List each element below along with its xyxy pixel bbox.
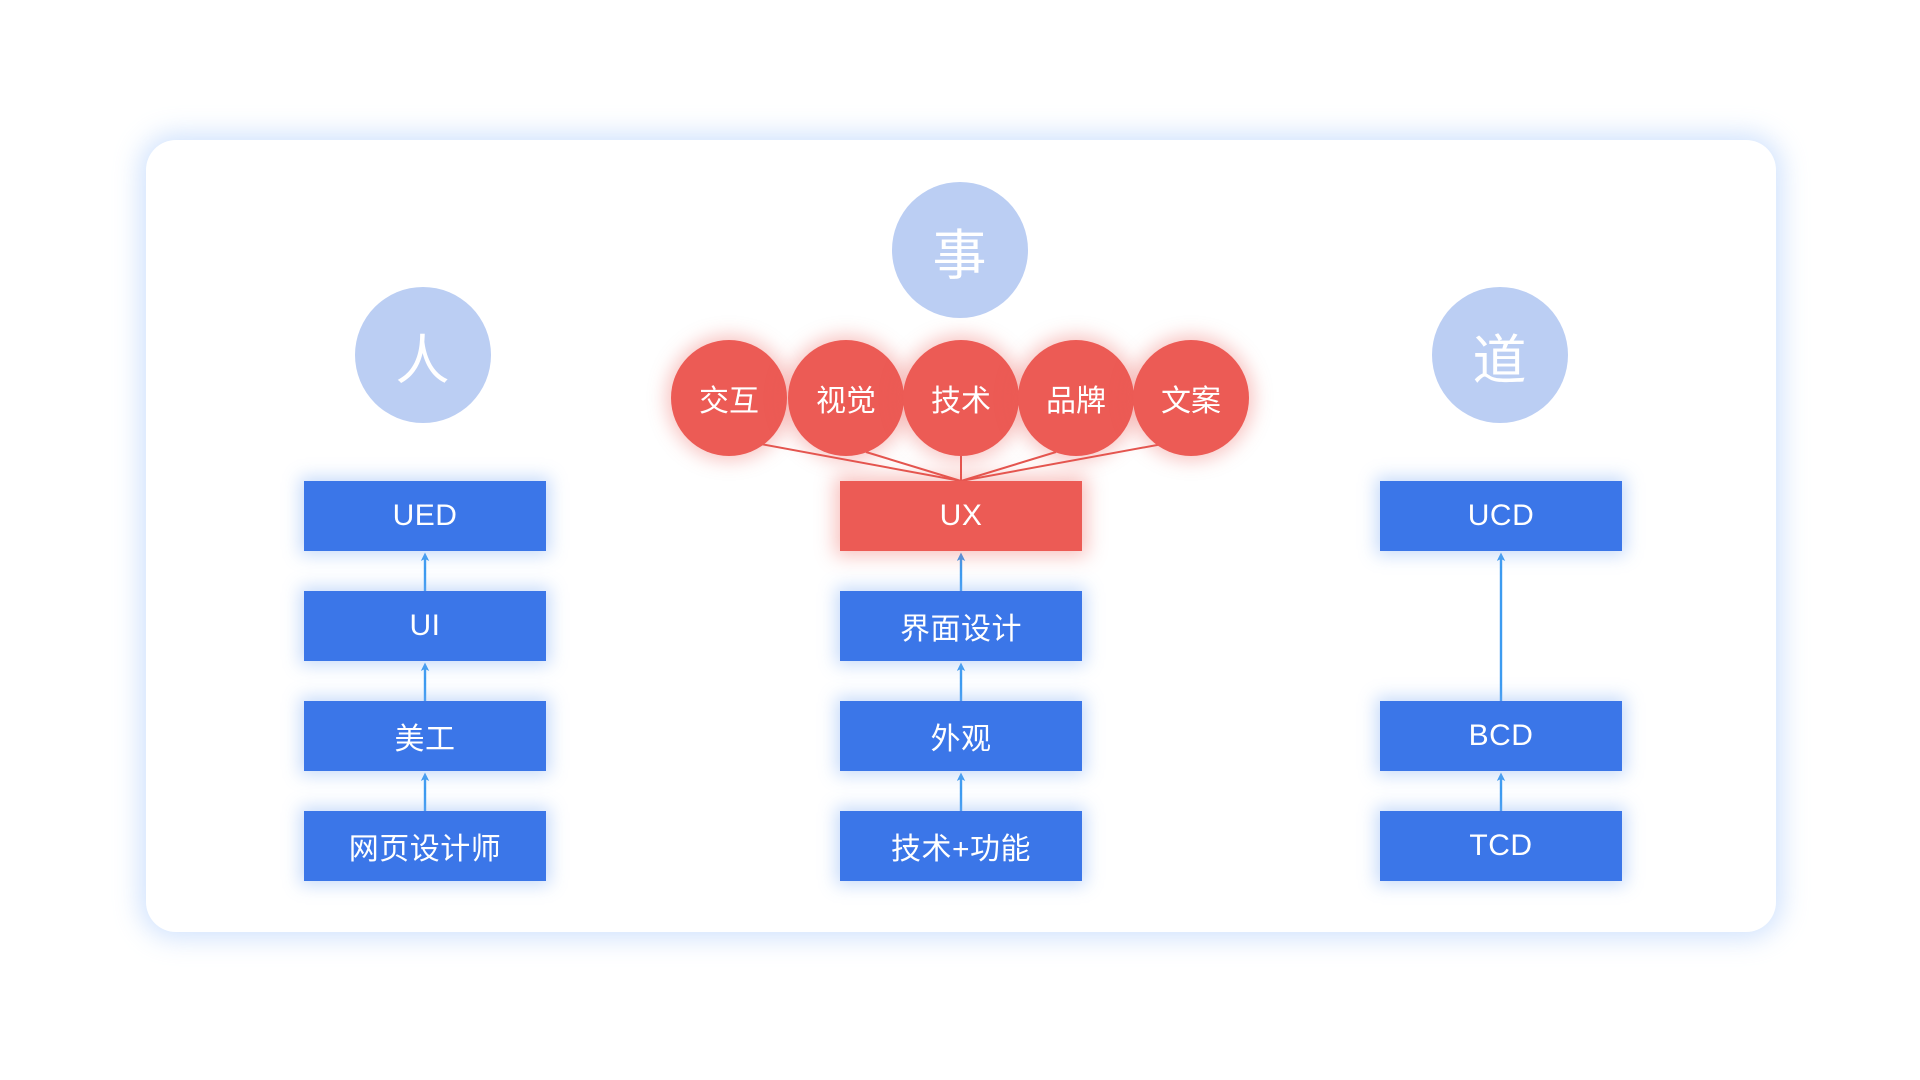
node-tcd[interactable]: TCD: [1380, 811, 1622, 881]
node-tech-function[interactable]: 技术+功能: [840, 811, 1082, 881]
node-ucd[interactable]: UCD: [1380, 481, 1622, 551]
node-ui[interactable]: UI: [304, 591, 546, 661]
skill-circle-visual[interactable]: 视觉: [788, 340, 904, 456]
node-web-designer[interactable]: 网页设计师: [304, 811, 546, 881]
node-bcd[interactable]: BCD: [1380, 701, 1622, 771]
skill-circle-copywriting[interactable]: 文案: [1133, 340, 1249, 456]
node-interface-design[interactable]: 界面设计: [840, 591, 1082, 661]
circle-people[interactable]: 人: [355, 287, 491, 423]
node-ux[interactable]: UX: [840, 481, 1082, 551]
node-ued[interactable]: UED: [304, 481, 546, 551]
skill-circle-brand[interactable]: 品牌: [1018, 340, 1134, 456]
node-artist[interactable]: 美工: [304, 701, 546, 771]
node-appearance[interactable]: 外观: [840, 701, 1082, 771]
circle-principles[interactable]: 道: [1432, 287, 1568, 423]
skill-circle-technology[interactable]: 技术: [903, 340, 1019, 456]
circle-matters[interactable]: 事: [892, 182, 1028, 318]
skill-circle-interaction[interactable]: 交互: [671, 340, 787, 456]
